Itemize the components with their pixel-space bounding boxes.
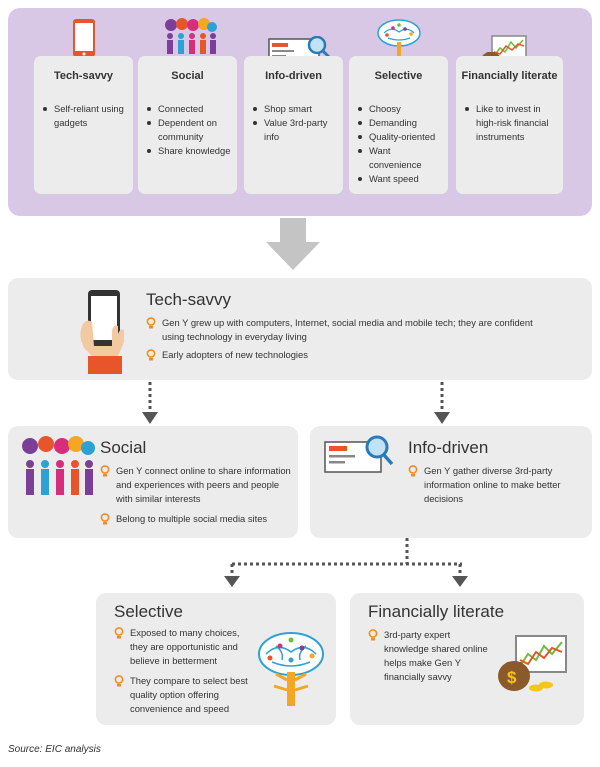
card-selective: Selective Choosy Demanding Quality-orien… [349, 56, 448, 194]
brain-tree-icon [377, 19, 421, 56]
brain-tree-icon [258, 632, 324, 706]
dotted-arrow-icon [434, 382, 450, 424]
list-item: Quality-oriented [356, 130, 444, 144]
card-financially-literate: Financially literate Like to invest in h… [456, 56, 563, 194]
bullet-text: Gen Y connect online to share informatio… [116, 465, 291, 504]
branch-connector [224, 538, 468, 587]
lightbulb-icon [114, 627, 124, 639]
list-item: Demanding [356, 116, 444, 130]
card-info-driven: Info-driven Shop smart Value 3rd-party i… [244, 56, 343, 194]
card-bullets: Shop smart Value 3rd-party info [251, 102, 339, 144]
source-note: Source: EIC analysis [8, 744, 101, 755]
list-item: Self-reliant using gadgets [41, 102, 129, 130]
card-title: Info-driven [265, 70, 322, 82]
lightbulb-icon [146, 317, 156, 329]
list-item: Shop smart [251, 102, 339, 116]
info-driven-bullet: Gen Y gather diverse 3rd-party informati… [408, 464, 578, 506]
card-bullets: Like to invest in high-risk financial in… [463, 102, 559, 144]
card-bullets: Self-reliant using gadgets [41, 102, 129, 130]
money-bag-chart-icon: $ [498, 635, 567, 692]
bullet-text: 3rd-party expert knowledge shared online… [384, 629, 488, 682]
bullet-text: Early adopters of new technologies [162, 349, 308, 360]
list-item: Want convenience [356, 144, 444, 172]
magnifier-screen-icon [324, 435, 394, 473]
bullet-text: Exposed to many choices, they are opport… [130, 627, 240, 666]
list-item: Share knowledge [145, 144, 233, 158]
lightbulb-icon [368, 629, 378, 641]
people-speech-bubbles-icon [165, 18, 217, 54]
social-title: Social [100, 438, 147, 457]
card-title: Financially literate [461, 70, 558, 82]
card-social: Social Connected Dependent on community … [138, 56, 237, 194]
lightbulb-icon [146, 349, 156, 361]
list-item: Connected [145, 102, 233, 116]
down-arrow-icon [266, 218, 320, 270]
social-bullet: Belong to multiple social media sites [100, 512, 292, 526]
lightbulb-icon [100, 513, 110, 525]
list-item: Choosy [356, 102, 444, 116]
svg-text:$: $ [507, 668, 517, 687]
list-item: Dependent on community [145, 116, 233, 144]
people-speech-bubbles-icon [22, 436, 95, 495]
card-bullets: Choosy Demanding Quality-oriented Want c… [356, 102, 444, 186]
card-title: Social [171, 70, 204, 82]
info-driven-title: Info-driven [408, 438, 489, 457]
bullet-text: Gen Y grew up with computers, Internet, … [162, 317, 533, 342]
selective-bullet: Exposed to many choices, they are opport… [114, 626, 254, 668]
tech-savvy-bullet: Gen Y grew up with computers, Internet, … [146, 316, 546, 344]
lightbulb-icon [100, 465, 110, 477]
list-item: Want speed [356, 172, 444, 186]
tech-savvy-bullet: Early adopters of new technologies [146, 348, 546, 362]
social-bullet: Gen Y connect online to share informatio… [100, 464, 292, 506]
card-tech-savvy: Tech-savvy Self-reliant using gadgets [34, 56, 133, 194]
card-title: Selective [374, 70, 423, 82]
bullet-text: They compare to select best quality opti… [130, 675, 248, 714]
hand-smartphone-icon [80, 290, 124, 374]
selective-bullet: They compare to select best quality opti… [114, 674, 254, 716]
dotted-arrow-icon [142, 382, 158, 424]
financially-literate-bullet: 3rd-party expert knowledge shared online… [368, 628, 496, 684]
list-item: Value 3rd-party info [251, 116, 339, 144]
bullet-text: Gen Y gather diverse 3rd-party informati… [424, 465, 561, 504]
smartphone-icon [73, 19, 95, 57]
financially-literate-title: Financially literate [368, 602, 505, 621]
tech-savvy-title: Tech-savvy [146, 290, 232, 309]
list-item: Like to invest in high-risk financial in… [463, 102, 559, 144]
selective-title: Selective [114, 602, 183, 621]
lightbulb-icon [408, 465, 418, 477]
card-title: Tech-savvy [53, 70, 114, 82]
lightbulb-icon [114, 675, 124, 687]
bullet-text: Belong to multiple social media sites [116, 513, 268, 524]
card-bullets: Connected Dependent on community Share k… [145, 102, 233, 158]
